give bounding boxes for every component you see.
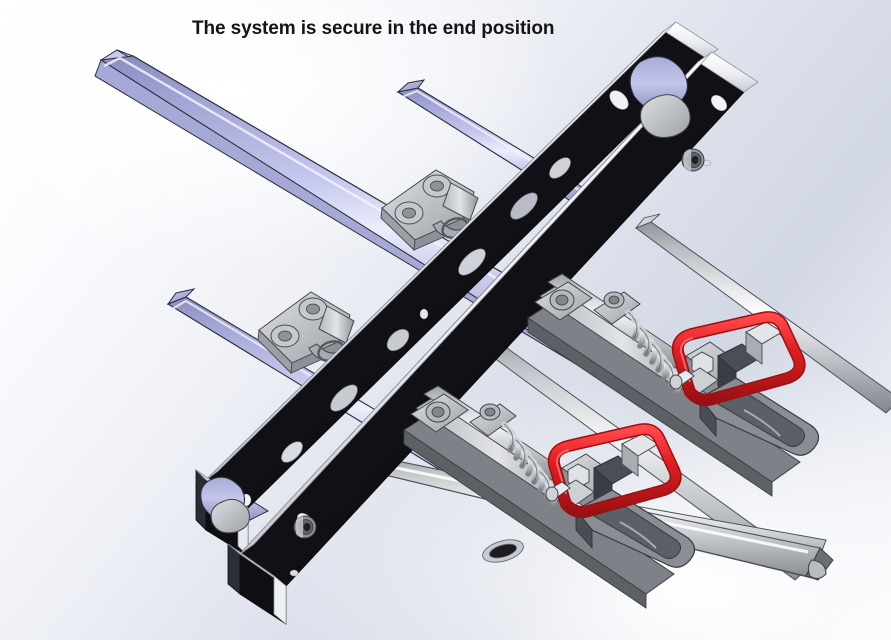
tube-head-through-plate (200, 56, 691, 534)
locking-handle-upper (671, 311, 806, 406)
bolt-head-plate-upper (681, 148, 705, 172)
coil-spring-lower (501, 421, 558, 509)
latch-assembly-upper (527, 273, 820, 497)
clevis-bracket-upper (380, 169, 479, 251)
page-title: The system is secure in the end position (192, 18, 555, 39)
rear-plate-holes (240, 90, 629, 507)
clevis-bracket-lower (257, 291, 355, 374)
front-plate-slot-lower (482, 539, 524, 563)
mount-plate-front (227, 51, 759, 625)
latch-assembly-lower (403, 385, 696, 609)
locking-handle-lower (547, 423, 682, 518)
mount-plate-rear (195, 21, 719, 557)
bolt-head-plate-lower (293, 515, 317, 539)
